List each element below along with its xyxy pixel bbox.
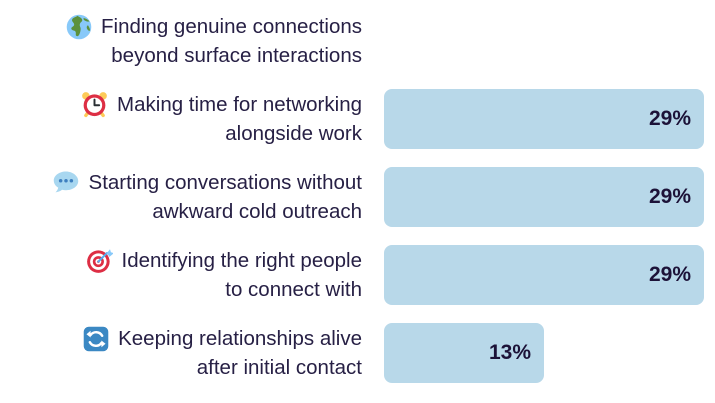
category-label: Keeping relationships alive after initia… xyxy=(0,324,362,382)
chart-row: Finding genuine connections beyond surfa… xyxy=(0,11,715,71)
chart-row: Identifying the right people to connect … xyxy=(0,245,715,305)
value-label: 29% xyxy=(648,263,691,286)
globe-icon xyxy=(66,14,92,40)
speech-bubble-icon xyxy=(52,170,80,196)
category-label-line2: beyond surface interactions xyxy=(111,44,362,67)
bar-track: 29% xyxy=(384,167,704,227)
bar-chart: Finding genuine connections beyond surfa… xyxy=(0,11,715,383)
chart-row: Keeping relationships alive after initia… xyxy=(0,323,715,383)
refresh-arrows-icon xyxy=(83,326,109,352)
category-label-line1: Making time for networking xyxy=(117,93,362,116)
category-label-line1: Identifying the right people xyxy=(121,249,362,272)
category-label-line1: Starting conversations without xyxy=(88,171,362,194)
bar-track: 13% xyxy=(384,323,704,383)
value-label: 29% xyxy=(648,185,691,208)
category-label: Identifying the right people to connect … xyxy=(0,246,362,304)
category-label: Making time for networking alongside wor… xyxy=(0,90,362,148)
category-label: Finding genuine connections beyond surfa… xyxy=(0,12,362,70)
value-label: 13% xyxy=(488,341,531,364)
alarm-clock-icon xyxy=(81,91,108,118)
value-label: 29% xyxy=(648,107,691,130)
category-label-line2: to connect with xyxy=(225,278,362,301)
bar-track: 29% xyxy=(384,245,704,305)
bar: 29% xyxy=(384,167,704,227)
target-icon xyxy=(86,247,113,274)
bar: 29% xyxy=(384,89,704,149)
bar-track: 29% xyxy=(384,89,704,149)
bar: 13% xyxy=(384,323,544,383)
category-label-line1: Finding genuine connections xyxy=(101,15,362,38)
category-label: Starting conversations without awkward c… xyxy=(0,168,362,226)
bar: 29% xyxy=(384,245,704,305)
category-label-line2: awkward cold outreach xyxy=(152,200,362,223)
bar-track xyxy=(384,11,704,71)
category-label-line1: Keeping relationships alive xyxy=(118,327,362,350)
category-label-line2: alongside work xyxy=(225,122,362,145)
chart-row: Making time for networking alongside wor… xyxy=(0,89,715,149)
category-label-line2: after initial contact xyxy=(196,356,362,379)
chart-row: Starting conversations without awkward c… xyxy=(0,167,715,227)
